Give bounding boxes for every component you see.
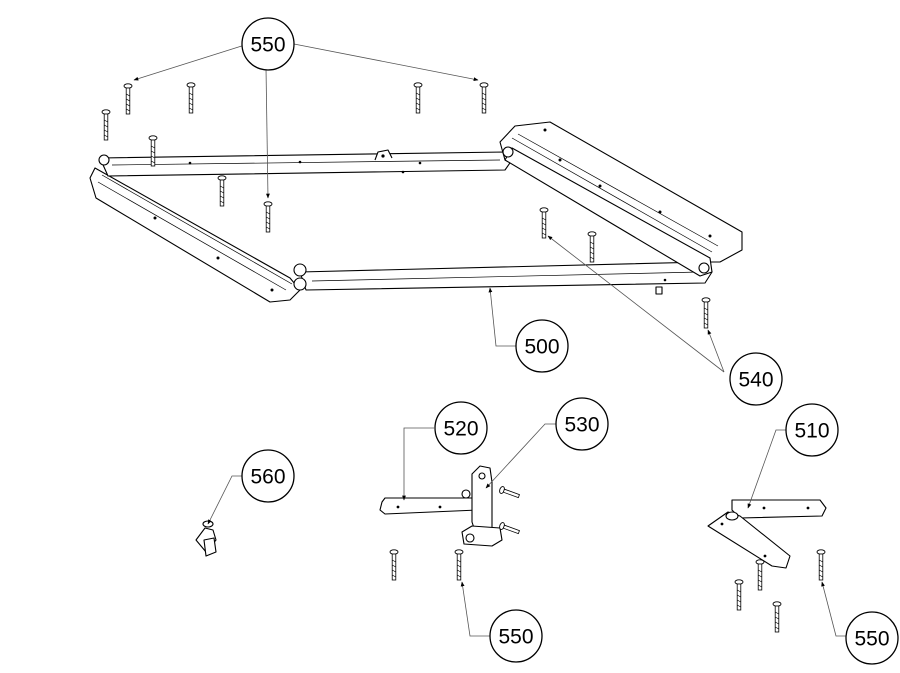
callout-520-label: 520	[443, 418, 478, 441]
part-510-hinge	[707, 499, 827, 569]
callout-510: 510	[785, 403, 839, 457]
callout-560: 560	[241, 449, 295, 503]
callout-500: 500	[515, 319, 569, 373]
callout-550-mid-label: 550	[498, 626, 533, 649]
leader-lines	[133, 43, 846, 637]
callout-530-label: 530	[564, 414, 599, 437]
callout-540: 540	[729, 352, 783, 406]
part-520-bracket	[379, 497, 483, 515]
callout-530: 530	[555, 397, 609, 451]
callout-550-top: 550	[241, 17, 295, 71]
part-560-pin	[195, 520, 217, 557]
callout-550-right: 550	[845, 611, 899, 665]
callout-510-label: 510	[794, 420, 829, 443]
callout-540-label: 540	[738, 369, 773, 392]
callout-500-label: 500	[524, 336, 559, 359]
callout-560-label: 560	[250, 466, 285, 489]
callout-550-top-label: 550	[250, 34, 285, 57]
callout-550-right-label: 550	[854, 628, 889, 651]
part-530-post	[461, 465, 521, 547]
mid-screws	[389, 549, 464, 581]
callout-550-mid: 550	[489, 609, 543, 663]
part-500-frame	[89, 121, 743, 303]
callout-520: 520	[434, 401, 488, 455]
